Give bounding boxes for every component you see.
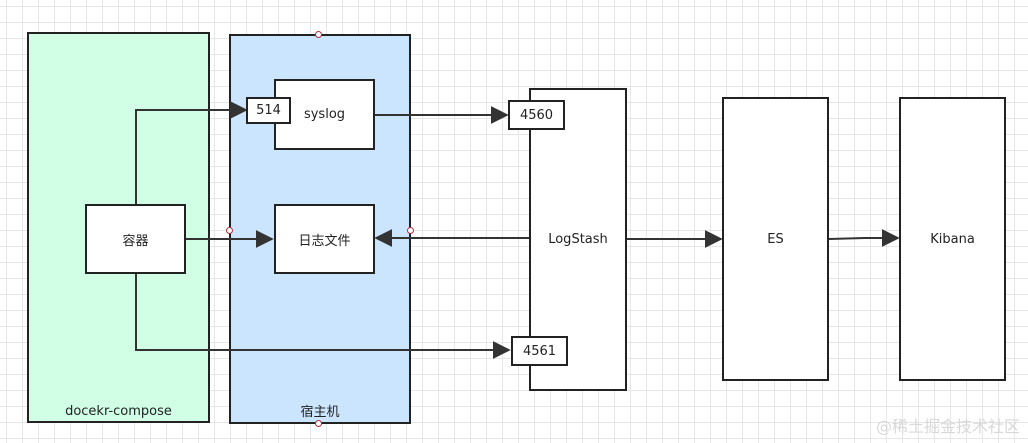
node-container[interactable]: 容器: [85, 204, 186, 274]
selection-handle-right[interactable]: [407, 227, 414, 234]
selection-handle-bottom[interactable]: [315, 420, 322, 427]
node-es[interactable]: ES: [722, 97, 829, 381]
selection-handle-top[interactable]: [315, 31, 322, 38]
port-4560[interactable]: 4560: [508, 100, 565, 130]
node-es-label: ES: [767, 231, 784, 247]
edge-es-to-kibana: [828, 229, 900, 247]
node-logfile[interactable]: 日志文件: [274, 204, 375, 274]
group-host-machine-label: 宿主机: [300, 405, 340, 420]
node-container-label: 容器: [122, 233, 149, 249]
port-4561-label: 4561: [522, 343, 557, 359]
node-syslog-label: syslog: [303, 107, 346, 122]
node-logstash-label: LogStash: [548, 232, 608, 247]
port-4560-label: 4560: [519, 107, 554, 123]
port-514-label: 514: [256, 103, 281, 118]
node-kibana-label: Kibana: [930, 231, 975, 247]
node-kibana[interactable]: Kibana: [899, 97, 1006, 381]
port-514[interactable]: 514: [246, 97, 291, 124]
node-logstash[interactable]: LogStash: [529, 88, 627, 391]
group-docker-compose-label: docekr-compose: [65, 404, 172, 419]
selection-handle-left[interactable]: [226, 227, 233, 234]
watermark-text: @稀土掘金技术社区: [875, 417, 1020, 436]
port-4561[interactable]: 4561: [511, 336, 568, 366]
node-logfile-label: 日志文件: [298, 233, 351, 249]
